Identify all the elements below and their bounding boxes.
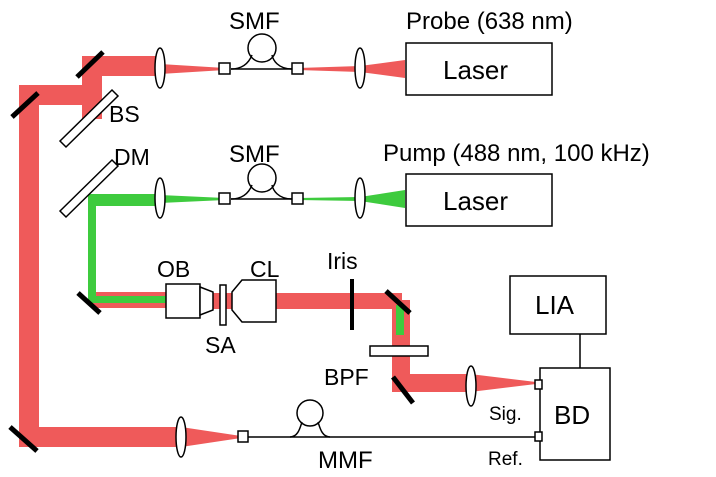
smf-top-label: SMF	[229, 8, 280, 35]
bd-label: BD	[554, 400, 591, 430]
mirrors	[8, 50, 415, 453]
smf-mid-label: SMF	[229, 141, 280, 168]
ref-label: Ref.	[488, 449, 523, 470]
bpf-label: BPF	[324, 364, 369, 390]
sample-optics	[165, 279, 277, 326]
sig-label: Sig.	[489, 404, 522, 425]
fibers	[218, 33, 536, 443]
lia-label: LIA	[535, 290, 575, 320]
cl-label: CL	[250, 256, 280, 282]
pump-laser-label: Laser	[443, 186, 509, 216]
dm-label: DM	[114, 144, 150, 170]
ob-label: OB	[157, 256, 191, 282]
iris-label: Iris	[327, 248, 358, 274]
probe-laser-label: Laser	[443, 55, 509, 85]
mmf-label: MMF	[318, 447, 373, 474]
pump-title: Pump (488 nm, 100 kHz)	[383, 140, 650, 167]
bandpass-filter	[369, 345, 429, 357]
bs-label: BS	[109, 101, 140, 127]
probe-title: Probe (638 nm)	[406, 8, 573, 35]
lenses	[154, 47, 477, 458]
detection-boxes	[509, 275, 611, 461]
sa-label: SA	[205, 332, 236, 358]
beam-splitter-plates	[58, 88, 120, 219]
pump-beam	[88, 190, 405, 335]
laser-boxes	[405, 42, 553, 227]
